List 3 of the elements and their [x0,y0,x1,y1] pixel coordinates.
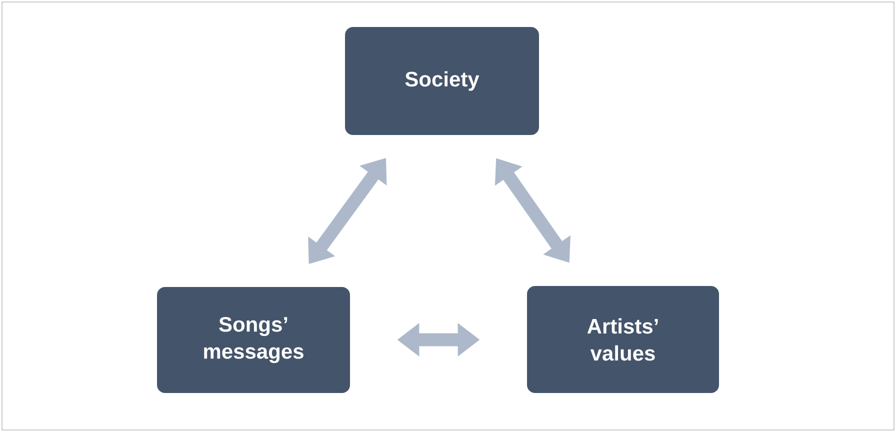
concept-box: Artists’ values [527,286,719,393]
concept-box: Society [345,27,539,135]
concept-box: Songs’ messages [157,287,350,393]
